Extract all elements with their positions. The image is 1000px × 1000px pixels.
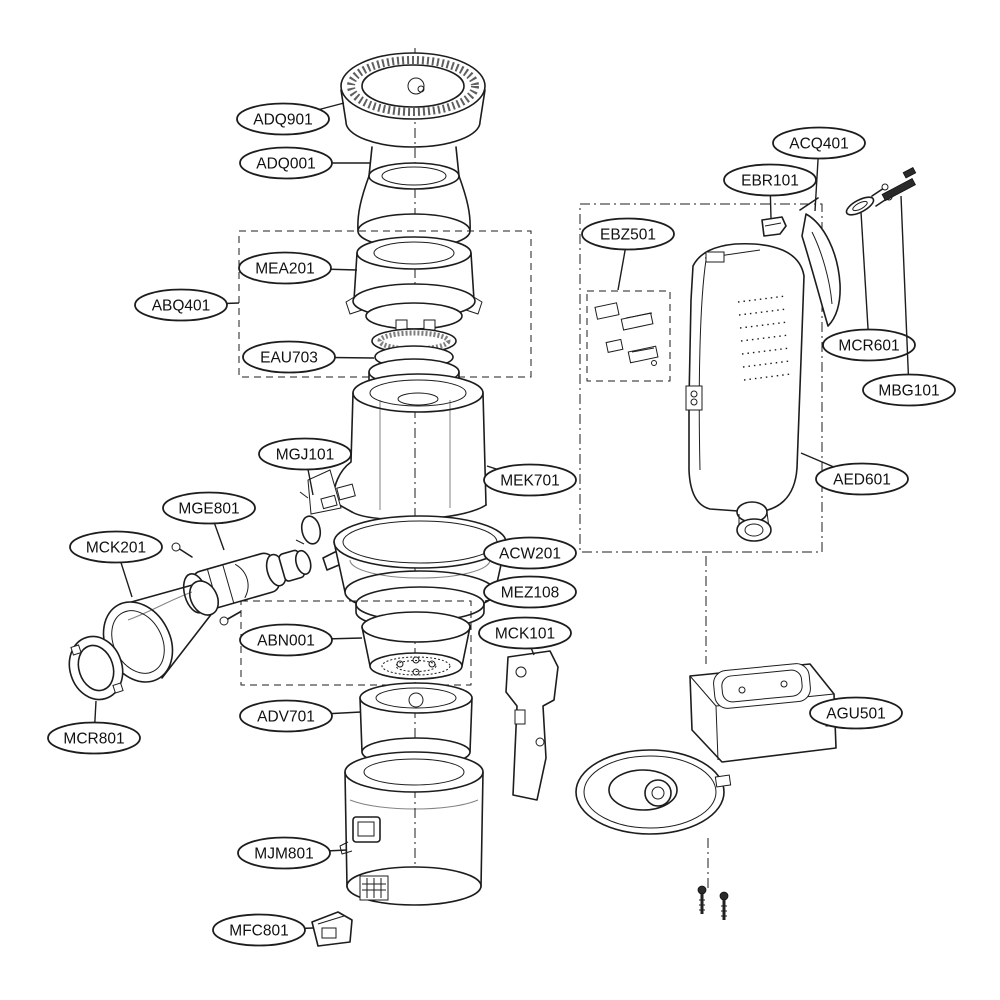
drum-housing-drawing xyxy=(332,373,487,521)
part-code: MCR801 xyxy=(63,731,124,748)
right-assembly-outline xyxy=(579,203,823,553)
part-label-AED601: AED601 xyxy=(800,452,909,496)
lid-drawing xyxy=(340,52,486,148)
rear-housing-drawing xyxy=(685,242,805,542)
rod-drawing xyxy=(881,166,917,202)
part-label-EBZ501: EBZ501 xyxy=(581,217,675,291)
label-bubble xyxy=(581,217,675,251)
part-code: MGJ101 xyxy=(276,447,335,464)
part-code: MCR601 xyxy=(838,338,899,355)
leader-line xyxy=(860,211,870,346)
part-code: ADV701 xyxy=(257,709,315,726)
part-code: ADQ901 xyxy=(253,112,312,129)
part-code: EBZ501 xyxy=(600,227,656,244)
base-assembly-drawing xyxy=(575,556,837,888)
part-code: MEK701 xyxy=(500,473,559,490)
label-bubble xyxy=(69,530,163,564)
leader-line xyxy=(900,195,910,391)
label-bubble xyxy=(242,340,336,374)
abq401-dashed-box xyxy=(238,230,532,378)
part-label-ADQ001: ADQ001 xyxy=(239,146,370,180)
handle-drawing xyxy=(799,197,841,327)
part-code: ACW201 xyxy=(499,546,561,563)
labels-layer: ADQ901ADQ001MEA201ABQ401EAU703MGJ101MGE8… xyxy=(47,102,956,947)
part-label-ACW201: ACW201 xyxy=(483,536,577,570)
pcb-parts-drawing xyxy=(586,290,671,382)
label-bubble xyxy=(212,913,306,947)
part-label-MFC801: MFC801 xyxy=(212,913,314,947)
main-body-drawing xyxy=(339,751,484,906)
part-code: MCK101 xyxy=(495,626,555,643)
part-code: ADQ001 xyxy=(256,156,315,173)
part-code: ABQ401 xyxy=(152,298,211,315)
part-label-AGU501: AGU501 xyxy=(809,696,903,730)
part-code: MCK201 xyxy=(86,540,146,557)
part-label-MCK101: MCK101 xyxy=(478,616,572,656)
packing-ring-drawing xyxy=(355,586,485,630)
part-code: EBR101 xyxy=(741,173,799,190)
label-bubble xyxy=(47,721,141,755)
part-label-MEZ108: MEZ108 xyxy=(483,575,577,609)
part-label-MEA201: MEA201 xyxy=(238,251,358,285)
small-cover-drawing xyxy=(311,911,353,947)
label-bubble xyxy=(239,623,333,657)
label-bubble xyxy=(239,699,333,733)
part-code: MJM801 xyxy=(254,846,313,863)
part-label-MCK201: MCK201 xyxy=(69,530,163,598)
part-label-ABQ401: ABQ401 xyxy=(134,288,240,322)
part-label-MCR801: MCR801 xyxy=(47,700,141,755)
part-label-ADV701: ADV701 xyxy=(239,699,362,733)
part-label-ADQ901: ADQ901 xyxy=(236,102,345,136)
part-label-MEK701: MEK701 xyxy=(483,463,577,497)
part-code: EAU703 xyxy=(260,350,318,367)
part-code: ACQ401 xyxy=(789,136,848,153)
label-bubble xyxy=(237,836,331,870)
part-code: MEA201 xyxy=(255,261,314,278)
label-bubble xyxy=(478,616,572,650)
label-bubble xyxy=(483,536,577,570)
label-bubble xyxy=(239,146,333,180)
label-bubble xyxy=(238,251,332,285)
label-bubble xyxy=(822,328,916,362)
ring-drawing xyxy=(68,635,124,701)
part-code: MEZ108 xyxy=(501,585,560,602)
part-code: MGE801 xyxy=(178,501,239,518)
label-bubble xyxy=(809,696,903,730)
bottom-screws-drawing xyxy=(697,885,729,920)
part-code: MBG101 xyxy=(878,383,939,400)
label-bubble xyxy=(772,126,866,160)
part-label-EBR101: EBR101 xyxy=(723,163,817,220)
label-bubble xyxy=(483,463,577,497)
strainer-drawing xyxy=(240,600,472,686)
part-label-MGJ101: MGJ101 xyxy=(258,437,352,496)
part-label-MJM801: MJM801 xyxy=(237,836,348,870)
label-bubble xyxy=(723,163,817,197)
label-bubble xyxy=(815,462,909,496)
label-bubble xyxy=(236,102,330,136)
part-label-ACQ401: ACQ401 xyxy=(772,126,866,212)
part-label-MCR601: MCR601 xyxy=(822,211,916,362)
part-code: ABN001 xyxy=(257,633,315,650)
coupler-assembly-drawing xyxy=(345,236,483,331)
part-label-MBG101: MBG101 xyxy=(862,195,956,407)
label-bubble xyxy=(483,575,577,609)
label-bubble xyxy=(862,373,956,407)
part-code: MFC801 xyxy=(229,923,288,940)
label-bubble xyxy=(134,288,228,322)
bracket-plate-drawing xyxy=(505,650,559,801)
part-label-EAU703: EAU703 xyxy=(242,340,375,374)
hopper-drawing xyxy=(357,146,471,249)
part-code: AED601 xyxy=(833,472,891,489)
part-code: AGU501 xyxy=(826,706,885,723)
label-bubble xyxy=(162,491,256,525)
part-label-MGE801: MGE801 xyxy=(162,491,256,551)
label-bubble xyxy=(258,437,352,471)
bracket-parts-drawing xyxy=(295,469,356,545)
part-label-ABN001: ABN001 xyxy=(239,623,363,657)
screw-kit-drawing xyxy=(845,183,893,216)
clip-drawing xyxy=(761,216,787,237)
